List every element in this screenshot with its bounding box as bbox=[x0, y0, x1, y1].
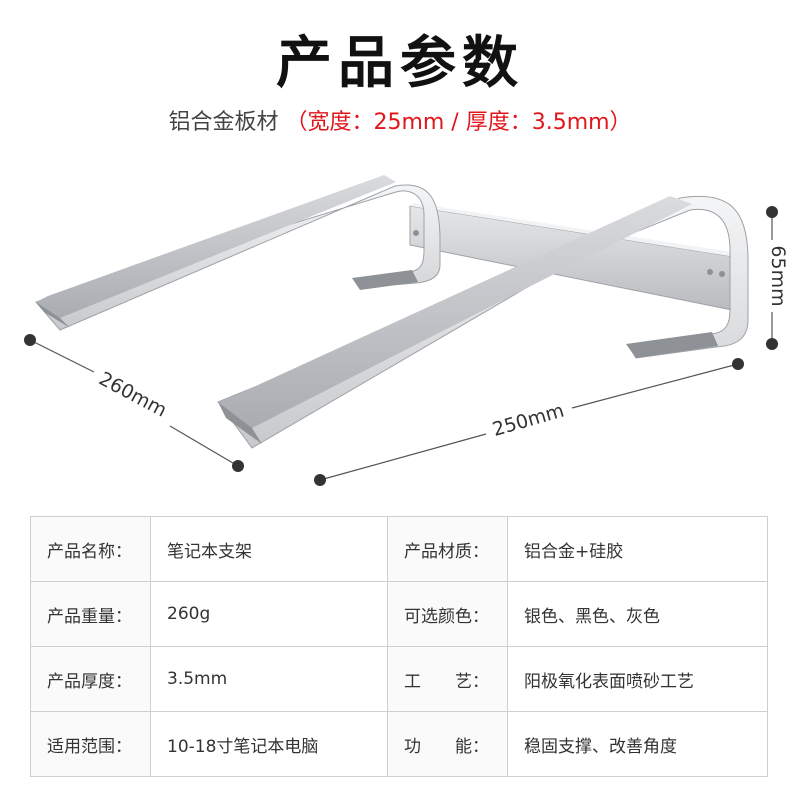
spec-value: 银色、黑色、灰色 bbox=[507, 581, 768, 647]
height-dimension: 65mm bbox=[766, 206, 789, 350]
spec-label: 功 能： bbox=[387, 711, 508, 777]
spec-label: 产品重量： bbox=[30, 581, 151, 647]
spec-value: 稳固支撑、改善角度 bbox=[507, 711, 768, 777]
spec-value: 阳极氧化表面喷砂工艺 bbox=[507, 646, 768, 712]
spec-value: 铝合金+硅胶 bbox=[507, 516, 768, 582]
spec-value: 260g bbox=[150, 581, 388, 647]
material-subtitle: 铝合金板材 （宽度：25mm / 厚度：3.5mm） bbox=[0, 104, 800, 136]
page-title: 产品参数 bbox=[276, 31, 524, 96]
table-row: 产品重量： 260g 可选颜色： 银色、黑色、灰色 bbox=[30, 581, 768, 647]
laptop-stand-illustration: 260mm 250mm 65mm bbox=[24, 175, 789, 486]
table-row: 产品名称： 笔记本支架 产品材质： 铝合金+硅胶 bbox=[30, 516, 768, 582]
spec-value: 笔记本支架 bbox=[150, 516, 388, 582]
depth-label: 260mm bbox=[95, 368, 170, 422]
spec-label: 工 艺： bbox=[387, 646, 508, 712]
material-spec: （宽度：25mm / 厚度：3.5mm） bbox=[285, 110, 632, 135]
left-rail bbox=[35, 175, 441, 331]
spec-table: 产品名称： 笔记本支架 产品材质： 铝合金+硅胶 产品重量： 260g 可选颜色… bbox=[30, 516, 768, 777]
spec-label: 产品材质： bbox=[387, 516, 508, 582]
spec-label: 适用范围： bbox=[30, 711, 151, 777]
height-label: 65mm bbox=[767, 245, 789, 306]
width-dimension: 250mm bbox=[314, 358, 744, 486]
spec-label: 可选颜色： bbox=[387, 581, 508, 647]
table-row: 产品厚度： 3.5mm 工 艺： 阳极氧化表面喷砂工艺 bbox=[30, 646, 768, 712]
spec-label: 产品厚度： bbox=[30, 646, 151, 712]
spec-label: 产品名称： bbox=[30, 516, 151, 582]
depth-dimension: 260mm bbox=[24, 334, 244, 472]
right-rail bbox=[217, 195, 749, 449]
spec-value: 3.5mm bbox=[150, 646, 388, 712]
material-label: 铝合金板材 bbox=[168, 110, 279, 135]
width-label: 250mm bbox=[490, 400, 567, 441]
spec-value: 10-18寸笔记本电脑 bbox=[150, 711, 388, 777]
table-row: 适用范围： 10-18寸笔记本电脑 功 能： 稳固支撑、改善角度 bbox=[30, 711, 768, 777]
